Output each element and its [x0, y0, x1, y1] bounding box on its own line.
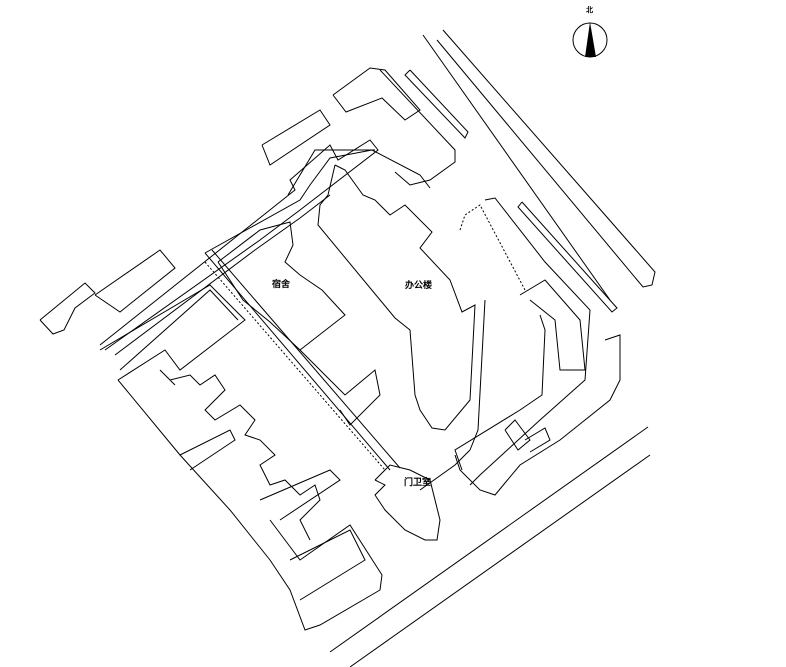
guard-room-building	[374, 449, 471, 541]
dormitory-building	[217, 221, 381, 426]
office-building	[287, 149, 476, 431]
southwest-buildings	[99, 284, 383, 631]
east-block	[454, 197, 621, 496]
road-northeast	[404, 29, 656, 313]
dormitory-label: 宿舍	[272, 280, 291, 290]
office-building-label: 办公楼	[405, 281, 433, 291]
north-label: 北	[586, 6, 593, 14]
road-south	[329, 426, 651, 667]
north-arrow-icon	[572, 22, 608, 58]
guard-room-label: 门卫室	[404, 478, 432, 488]
site-boundary	[39, 67, 456, 471]
